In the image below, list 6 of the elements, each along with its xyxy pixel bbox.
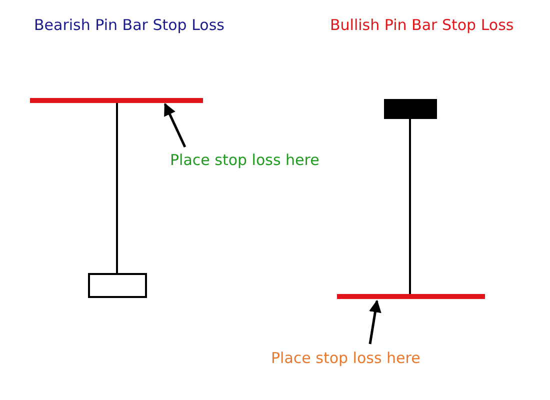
chart-title: Bullish Pin Bar Stop Loss xyxy=(330,16,514,34)
chart-title: Bearish Pin Bar Stop Loss xyxy=(34,16,224,34)
stop-loss-note: Place stop loss here xyxy=(170,151,345,169)
arrow xyxy=(368,300,382,344)
stop-loss-note: Place stop loss here xyxy=(271,349,441,367)
arrow xyxy=(164,102,186,148)
